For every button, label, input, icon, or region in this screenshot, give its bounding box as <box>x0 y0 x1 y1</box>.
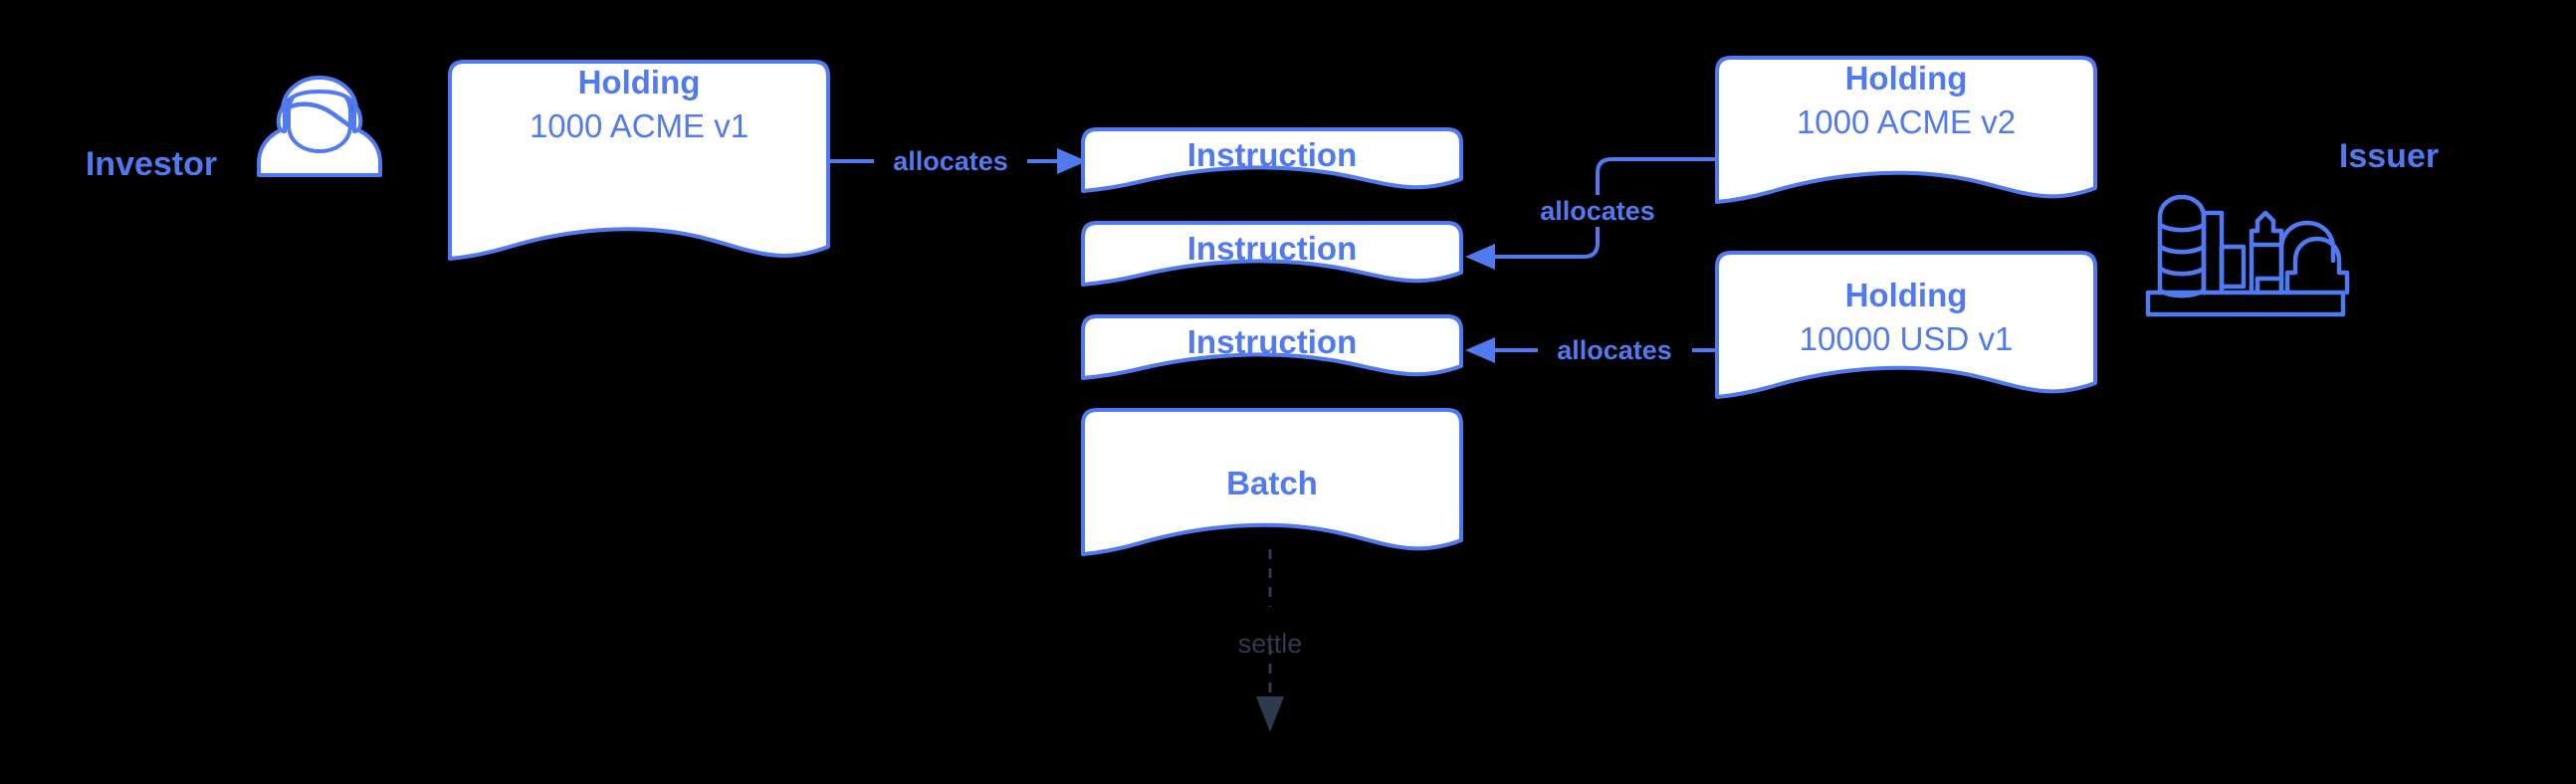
card-holding-acme-v2-subtitle: 1000 ACME v2 <box>1797 103 2016 140</box>
card-holding-acme-v2[interactable]: Holding 1000 ACME v2 <box>1715 56 2097 204</box>
card-batch[interactable]: Batch <box>1081 408 1463 556</box>
edge-settle: settle <box>1238 549 1303 732</box>
card-holding-acme-v1[interactable]: Holding 1000 ACME v1 <box>448 60 830 261</box>
card-holding-usd-v1-title: Holding <box>1845 277 1968 313</box>
arrowhead-right-icon <box>1057 148 1087 174</box>
edge-allocates-3-label: allocates <box>1557 335 1672 365</box>
card-instruction-2-title: Instruction <box>1187 230 1358 267</box>
person-avatar-icon <box>257 76 382 177</box>
card-holding-acme-v2-title: Holding <box>1845 60 1968 97</box>
card-batch-title: Batch <box>1226 465 1318 501</box>
card-holding-usd-v1[interactable]: Holding 10000 USD v1 <box>1715 251 2097 399</box>
actor-investor[interactable]: Investor <box>86 76 382 183</box>
edge-allocates-2: allocates <box>1465 157 1717 270</box>
arrowhead-down-icon <box>1256 696 1284 732</box>
card-holding-acme-v1-title: Holding <box>578 64 701 100</box>
edge-allocates-2-label: allocates <box>1540 196 1655 226</box>
edge-allocates-1: allocates <box>828 146 1087 176</box>
factory-icon <box>2145 194 2350 317</box>
edge-allocates-1-label: allocates <box>893 146 1008 176</box>
card-holding-usd-v1-subtitle: 10000 USD v1 <box>1800 320 2014 357</box>
arrowhead-left-icon <box>1465 244 1495 270</box>
card-instruction-1[interactable]: Instruction <box>1081 127 1463 193</box>
card-instruction-3[interactable]: Instruction <box>1081 314 1463 380</box>
card-instruction-2[interactable]: Instruction <box>1081 221 1463 287</box>
arrowhead-left-icon <box>1465 337 1495 363</box>
actor-issuer[interactable]: Issuer <box>2145 137 2439 317</box>
card-instruction-1-title: Instruction <box>1187 136 1358 173</box>
edge-allocates-3: allocates <box>1465 335 1717 365</box>
card-instruction-3-title: Instruction <box>1187 323 1358 360</box>
actor-investor-label: Investor <box>86 145 217 183</box>
card-holding-acme-v1-subtitle: 1000 ACME v1 <box>530 107 749 144</box>
edge-settle-label: settle <box>1238 629 1303 659</box>
actor-issuer-label: Issuer <box>2339 137 2439 175</box>
